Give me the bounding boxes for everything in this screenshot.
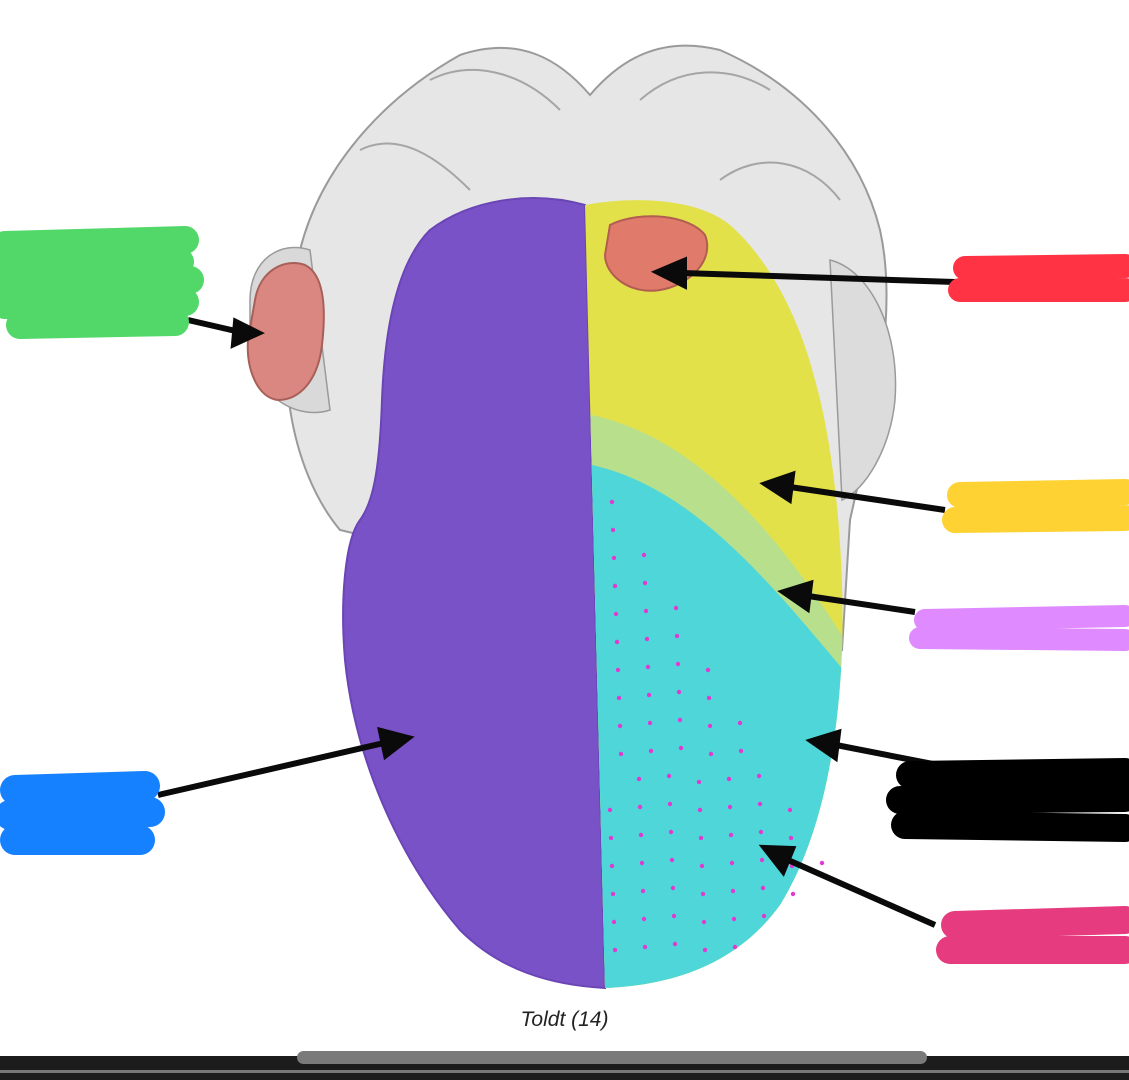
papilla-dot [640, 888, 646, 894]
scribble-yellow [942, 479, 1129, 533]
papilla-dot [676, 689, 682, 695]
papilla-dot [614, 639, 620, 645]
papilla-dot [696, 779, 702, 785]
papilla-dot [607, 807, 613, 813]
papilla-dot [698, 835, 704, 841]
papilla-dot [647, 720, 653, 726]
papilla-dot [644, 636, 650, 642]
papilla-dot [790, 891, 796, 897]
papilla-dot [611, 555, 617, 561]
region-purple [342, 197, 607, 990]
papilla-dot [641, 916, 647, 922]
papilla-dot [678, 745, 684, 751]
papilla-dot [618, 751, 624, 757]
papilla-dot [708, 751, 714, 757]
papilla-dot [639, 860, 645, 866]
papilla-dot [671, 913, 677, 919]
papilla-dot [609, 863, 615, 869]
scribble-green [0, 226, 204, 339]
papilla-dot [608, 835, 614, 841]
papilla-dots [607, 499, 825, 953]
papilla-dot [668, 829, 674, 835]
papilla-dot [648, 748, 654, 754]
papilla-dot [669, 857, 675, 863]
papilla-dot [819, 860, 825, 866]
papilla-dot [737, 720, 743, 726]
papilla-dot [677, 717, 683, 723]
papilla-dot [674, 633, 680, 639]
papilla-dot [759, 857, 765, 863]
figure-caption: Toldt (14) [520, 1008, 609, 1031]
papilla-dot [612, 583, 618, 589]
scribble-pink [936, 906, 1129, 964]
papilla-dot [666, 773, 672, 779]
papilla-dot [730, 888, 736, 894]
papilla-dot [732, 944, 738, 950]
papilla-dot [757, 801, 763, 807]
palatine-tonsil [246, 262, 325, 402]
papilla-dot [726, 776, 732, 782]
papilla-dot [616, 695, 622, 701]
arrows [157, 256, 956, 928]
papilla-dot [615, 667, 621, 673]
papilla-dot [667, 801, 673, 807]
papilla-dot [645, 664, 651, 670]
papilla-dot [700, 891, 706, 897]
papilla-dot [758, 829, 764, 835]
papilla-dot [611, 919, 617, 925]
papilla-dot [642, 580, 648, 586]
papilla-dot [670, 885, 676, 891]
papilla-dot [787, 807, 793, 813]
papilla-dot [738, 748, 744, 754]
papilla-dot [761, 913, 767, 919]
papilla-dot [643, 608, 649, 614]
papilla-dot [642, 944, 648, 950]
papilla-dot [788, 835, 794, 841]
scribble-black [886, 758, 1129, 842]
papilla-dot [705, 667, 711, 673]
papilla-dot [609, 499, 615, 505]
papilla-dot [728, 832, 734, 838]
papilla-dot [760, 885, 766, 891]
horizontal-scrollbar-thumb[interactable] [297, 1051, 927, 1064]
papilla-dot [613, 611, 619, 617]
papilla-dot [641, 552, 647, 558]
papilla-dot [646, 692, 652, 698]
papilla-dot [731, 916, 737, 922]
papilla-dot [610, 527, 616, 533]
papilla-dot [701, 919, 707, 925]
scribble-blue [0, 771, 165, 855]
papilla-dot [617, 723, 623, 729]
papilla-dot [729, 860, 735, 866]
papilla-dot [637, 804, 643, 810]
papilla-dot [727, 804, 733, 810]
papilla-dot [756, 773, 762, 779]
marker-scribbles [0, 226, 1129, 964]
papilla-dot [707, 723, 713, 729]
scribble-red [948, 254, 1129, 302]
papilla-dot [636, 776, 642, 782]
papilla-dot [706, 695, 712, 701]
papilla-dot [697, 807, 703, 813]
bottom-bar [0, 1056, 1129, 1080]
papilla-dot [672, 941, 678, 947]
papilla-dot [699, 863, 705, 869]
papilla-dot [673, 605, 679, 611]
papilla-dot [610, 891, 616, 897]
papilla-dot [638, 832, 644, 838]
papilla-dot [702, 947, 708, 953]
scribble-lilac [909, 605, 1129, 651]
papilla-dot [612, 947, 618, 953]
papilla-dot [675, 661, 681, 667]
